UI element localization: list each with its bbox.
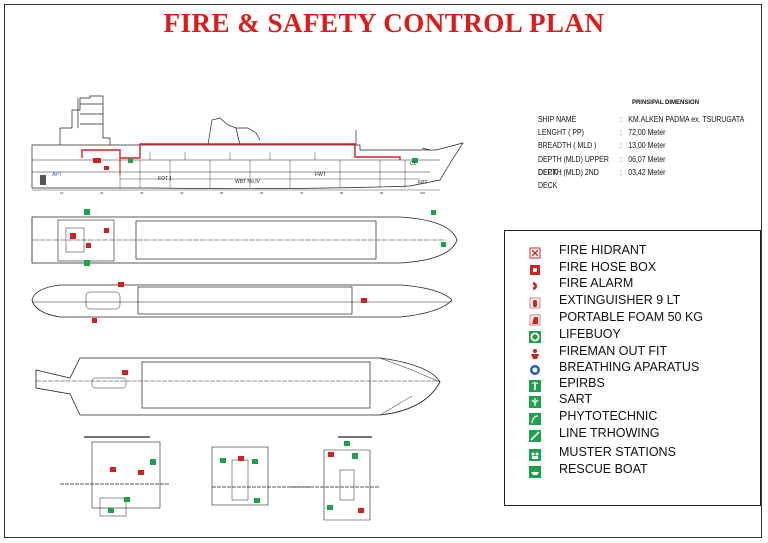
legend-item: EXTINGUISHER 9 LT xyxy=(529,293,680,310)
dimension-row: DEPTH (MLD) 2ND DECK:03,42 Meter xyxy=(538,166,666,190)
legend-item: EPIRBS xyxy=(529,376,605,393)
profile-superstructure xyxy=(59,95,111,145)
rescue-boat-icon xyxy=(529,465,541,478)
profile-label-fpt: FPT xyxy=(418,180,427,186)
tank-top-outline xyxy=(35,357,441,416)
muster-stations-icon xyxy=(529,448,541,461)
legend-item: LINE TRHOWING xyxy=(529,426,659,443)
svg-text:10: 10 xyxy=(60,191,64,195)
profile-label-apt: APT xyxy=(52,172,62,178)
principal-dimension-heading: PRINSIPAL DIMENSION xyxy=(631,100,700,106)
sart-icon xyxy=(529,395,541,408)
fire-hydrant-icon xyxy=(529,246,541,259)
svg-text:30: 30 xyxy=(140,191,144,195)
dimension-row: DEPTH (MLD) UPPER DECK:06,07 Meter xyxy=(538,153,666,177)
profile-label-fot: FOT 1 xyxy=(158,176,172,182)
legend-item: FIRE HIDRANT xyxy=(529,243,647,260)
profile-hull xyxy=(31,142,464,190)
tank-top-plan xyxy=(35,357,441,416)
profile-label-cl: CL xyxy=(410,161,417,167)
svg-text:60: 60 xyxy=(260,191,264,195)
ship-profile-view: 10 20 30 40 50 60 70 80 90 100 APT FOT 1 WBT No… xyxy=(31,95,464,195)
legend-item: PHYTOTECHNIC xyxy=(529,409,657,426)
upper-deck-plan xyxy=(31,209,458,266)
profile-crane xyxy=(207,117,261,146)
profile-label-fwt: FWT xyxy=(315,172,326,178)
svg-text:100: 100 xyxy=(420,191,425,195)
detail-plans xyxy=(60,436,380,521)
principal-dimension-table: PRINSIPAL DIMENSION SHIP NAME:KM.ALKEN P… xyxy=(538,100,763,190)
legend-item: FIREMAN OUT FIT xyxy=(529,344,667,361)
plan-title: FIRE & SAFETY CONTROL PLAN xyxy=(163,8,605,38)
phytotechnic-icon xyxy=(529,412,541,425)
svg-text:80: 80 xyxy=(340,191,344,195)
profile-label-wbt: WBT No.IV xyxy=(235,179,261,185)
fire-hose-box-icon xyxy=(529,263,541,275)
legend-item: SART xyxy=(529,392,592,409)
second-deck-plan xyxy=(31,282,453,323)
drawing-frame xyxy=(4,4,762,538)
svg-text:50: 50 xyxy=(220,191,224,195)
breathing-apparatus-icon xyxy=(529,363,541,375)
legend-item: FIRE ALARM xyxy=(529,276,633,293)
fire-alarm-icon xyxy=(529,279,541,291)
legend-item: FIRE HOSE BOX xyxy=(529,260,656,277)
svg-text:90: 90 xyxy=(380,191,384,195)
portable-foam-icon xyxy=(529,313,541,326)
safety-symbol-legend: FIRE HIDRANT FIRE HOSE BOX FIRE ALARM EX… xyxy=(504,230,761,506)
extinguisher-icon xyxy=(529,296,541,309)
epirbs-icon xyxy=(529,379,541,392)
dimension-row: BREADTH ( MLD ):13,00 Meter xyxy=(538,140,666,151)
svg-text:20: 20 xyxy=(100,191,104,195)
dimension-row: SHIP NAME:KM.ALKEN PADMA ex. TSURUGATA xyxy=(538,114,745,124)
legend-item: MUSTER STATIONS xyxy=(529,445,676,462)
dimension-row: LENGHT ( PP):72,00 Meter xyxy=(538,127,666,138)
svg-text:40: 40 xyxy=(180,191,184,195)
legend-item: LIFEBUOY xyxy=(529,327,621,344)
upper-deck-outline xyxy=(31,216,458,264)
legend-item: RESCUE BOAT xyxy=(529,462,648,479)
lifebuoy-icon xyxy=(529,330,541,343)
legend-item: BREATHING APARATUS xyxy=(529,360,699,377)
svg-text:70: 70 xyxy=(300,191,304,195)
legend-item: PORTABLE FOAM 50 KG xyxy=(529,310,703,327)
fireman-outfit-icon xyxy=(529,347,541,359)
line-throwing-icon xyxy=(529,429,541,442)
second-deck-outline xyxy=(31,284,453,318)
